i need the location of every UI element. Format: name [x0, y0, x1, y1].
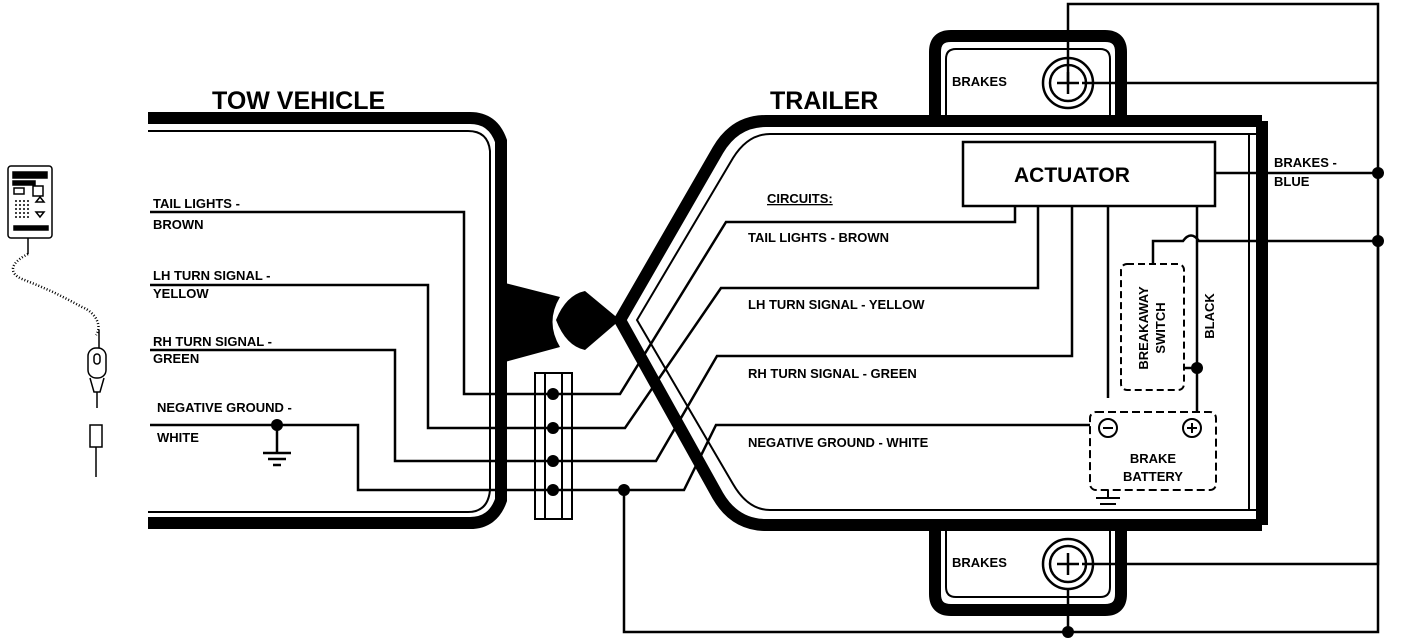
- ground-wire: [150, 423, 560, 492]
- circuit-2-label: LH TURN SIGNAL - YELLOW: [748, 297, 925, 312]
- trailer-outline: [613, 115, 1268, 531]
- circuit-4-label: NEGATIVE GROUND - WHITE: [748, 435, 929, 450]
- tow-vehicle-wires: [150, 210, 560, 492]
- rh-turn-wire: [150, 348, 560, 463]
- hitch-coupler: [501, 282, 620, 363]
- breakaway-line2: SWITCH: [1153, 302, 1168, 353]
- battery-ground-icon: [1096, 490, 1120, 511]
- top-brake-housing: [929, 30, 1127, 121]
- breakaway-switch-box: [1120, 263, 1185, 391]
- circuit-1-label: TAIL LIGHTS - BROWN: [748, 230, 889, 245]
- connector-pins: [547, 388, 559, 496]
- tow-vehicle-heading: TOW VEHICLE: [212, 87, 385, 115]
- breakaway-line1: BREAKAWAY: [1136, 286, 1151, 370]
- brakes-top-label: BRAKES: [952, 74, 1007, 89]
- tow-wire-4-line2: WHITE: [157, 430, 199, 445]
- tow-wire-3-line2: GREEN: [153, 351, 199, 366]
- actuator-black: [1184, 206, 1199, 370]
- tail-lights-wire: [150, 210, 560, 396]
- ground-junction-dot: [271, 419, 283, 431]
- circuit-3-label: RH TURN SIGNAL - GREEN: [748, 366, 917, 381]
- remote-controller-icon: [7, 165, 107, 477]
- trailer-junction-dots: [618, 167, 1384, 638]
- battery-terminal-positive-icon: [1182, 418, 1202, 438]
- trailer-rh-wire: [560, 206, 1074, 463]
- trailer-wires: [560, 2, 1380, 634]
- brakes-blue-line2: BLUE: [1274, 174, 1310, 189]
- brakes-bottom-label: BRAKES: [952, 555, 1007, 570]
- tow-wire-4-line1: NEGATIVE GROUND -: [157, 400, 292, 415]
- tow-wire-1-line1: TAIL LIGHTS -: [153, 196, 240, 211]
- connector-block: [534, 372, 573, 520]
- actuator-box: [961, 140, 1217, 208]
- bottom-brake-housing: [929, 525, 1127, 616]
- trailer-tail-wire: [560, 206, 1017, 396]
- black-wire-label: BLACK: [1202, 293, 1217, 339]
- circuits-title: CIRCUITS:: [767, 191, 833, 206]
- blue-brakes-wire: [1066, 2, 1380, 566]
- tow-wire-3-line1: RH TURN SIGNAL -: [153, 334, 272, 349]
- tow-wire-1-line2: BROWN: [153, 217, 204, 232]
- tow-wire-2-line2: YELLOW: [153, 286, 209, 301]
- battery-line1: BRAKE: [1130, 451, 1177, 466]
- battery-line2: BATTERY: [1123, 469, 1183, 484]
- breakaway-feed: [1151, 234, 1378, 264]
- trailer-heading: TRAILER: [770, 87, 878, 115]
- trailer-lh-wire: [560, 206, 1040, 430]
- actuator-label: ACTUATOR: [1014, 164, 1130, 187]
- lh-turn-wire: [150, 283, 560, 430]
- tow-wire-2-line1: LH TURN SIGNAL -: [153, 268, 270, 283]
- brakes-blue-line1: BRAKES -: [1274, 155, 1337, 170]
- battery-terminal-negative-icon: [1098, 418, 1118, 438]
